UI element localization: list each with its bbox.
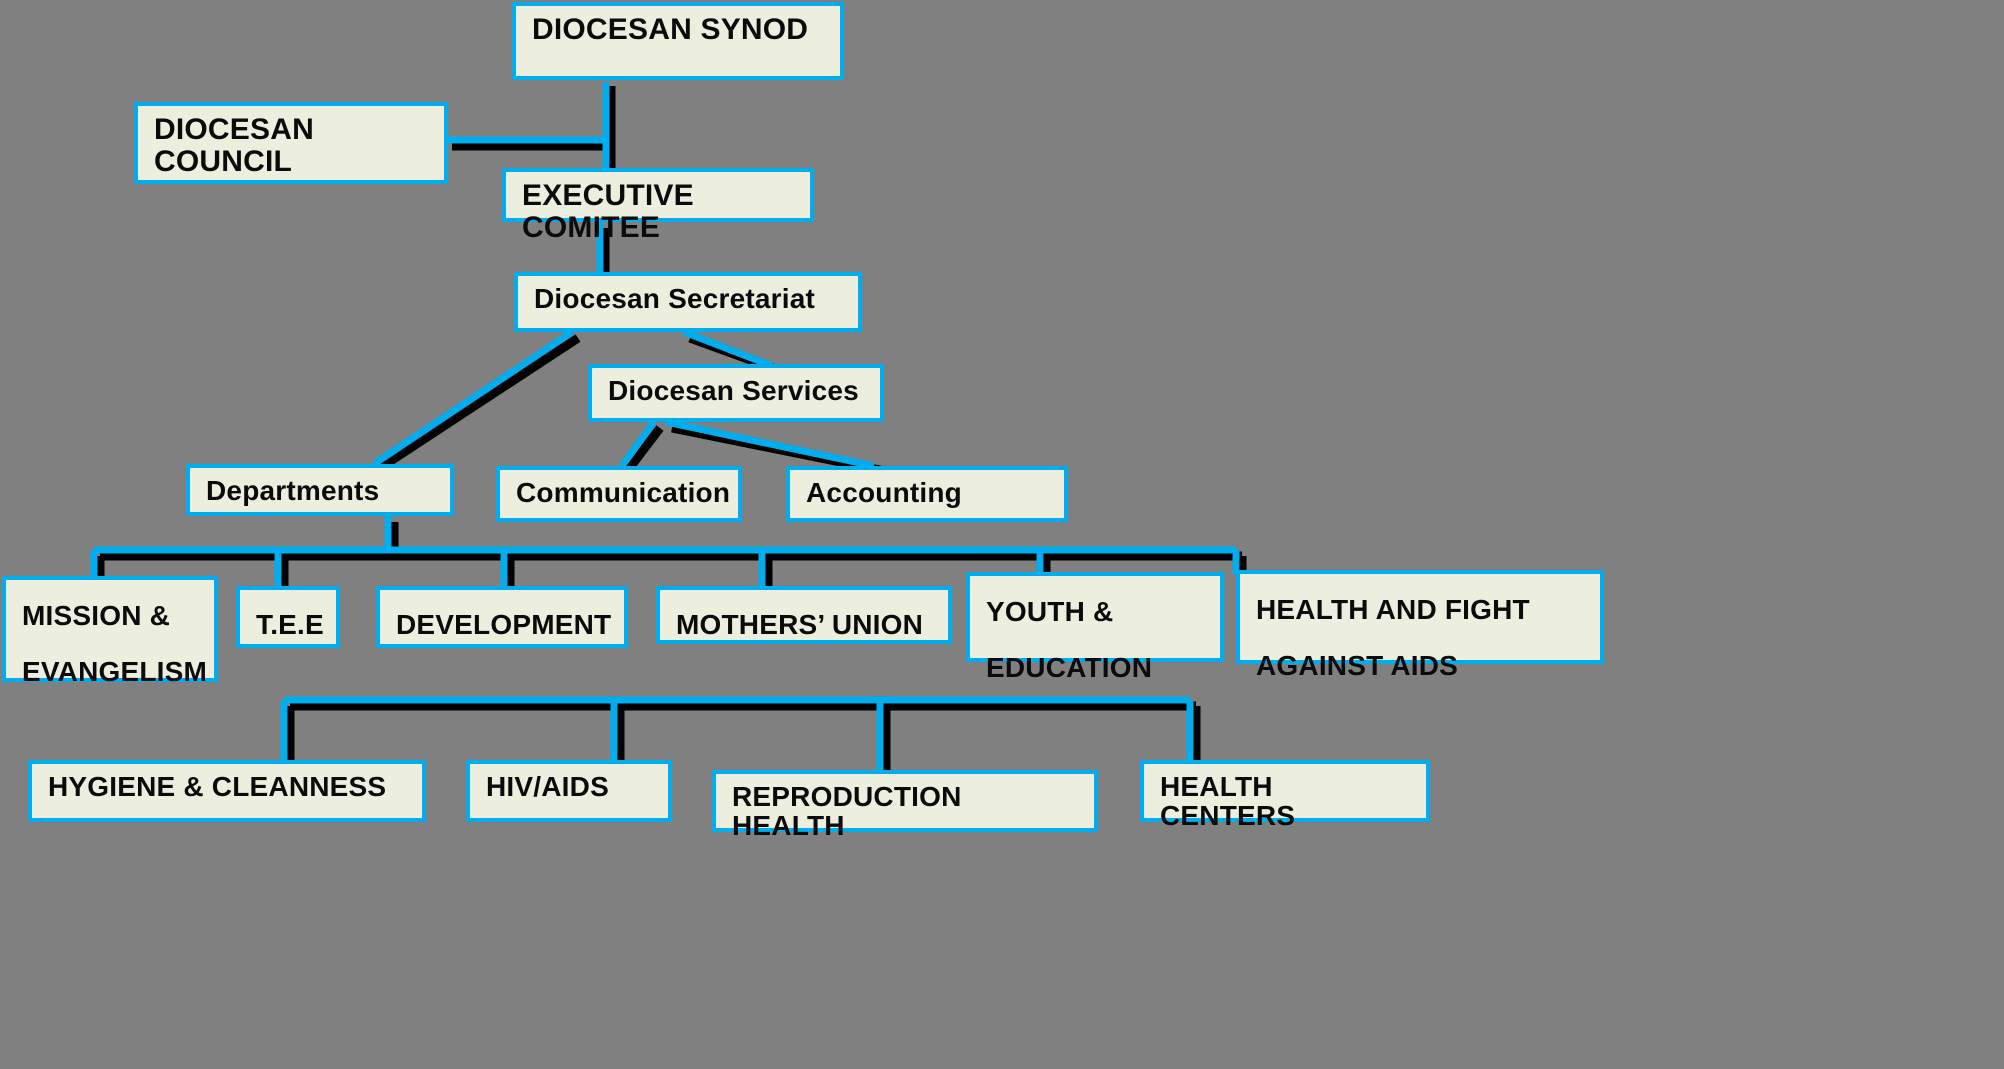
node-label-reproduction-health: REPRODUCTION HEALTH	[732, 781, 962, 842]
node-departments[interactable]: Departments	[186, 464, 454, 516]
node-youth-education[interactable]: YOUTH & EDUCATION	[966, 572, 1224, 683]
node-label-diocesan-services: Diocesan Services	[608, 375, 859, 406]
node-label-accounting: Accounting	[806, 477, 962, 508]
line-sec-services	[682, 328, 774, 370]
node-label-departments: Departments	[206, 475, 380, 506]
node-communication[interactable]: Communication	[496, 466, 742, 522]
node-label-hiv-aids: HIV/AIDS	[486, 771, 609, 802]
node-diocesan-council[interactable]: DIOCESAN COUNCIL	[134, 102, 448, 184]
node-tee[interactable]: T.E.E	[236, 586, 340, 648]
node-label-mothers-union: MOTHERS’ UNION	[676, 609, 924, 640]
node-label-executive-comitee: EXECUTIVE COMITEE	[522, 179, 694, 244]
node-reproduction-health[interactable]: REPRODUCTION HEALTH	[712, 770, 1098, 841]
node-label-diocesan-secretariat: Diocesan Secretariat	[534, 283, 816, 314]
node-health-and-fight-against-aids[interactable]: HEALTH AND FIGHT AGAINST AIDS	[1236, 570, 1604, 681]
node-label-development: DEVELOPMENT	[396, 609, 612, 640]
shadow-services-acct	[671, 423, 881, 475]
shadow-sec-departments	[377, 334, 581, 472]
node-label-diocesan-council: DIOCESAN COUNCIL	[154, 113, 314, 178]
node-health-centers[interactable]: HEALTH CENTERS	[1140, 760, 1430, 831]
node-diocesan-synod[interactable]: DIOCESAN SYNOD	[512, 2, 844, 80]
line-services-acct	[665, 418, 875, 470]
node-label-youth-education: YOUTH & EDUCATION	[986, 596, 1153, 683]
node-label-tee: T.E.E	[256, 609, 324, 640]
node-label-diocesan-synod: DIOCESAN SYNOD	[532, 13, 809, 46]
node-label-communication: Communication	[516, 477, 731, 508]
node-development[interactable]: DEVELOPMENT	[376, 586, 628, 648]
node-mothers-union[interactable]: MOTHERS’ UNION	[656, 586, 952, 644]
shadow-services-comm	[624, 425, 664, 473]
node-diocesan-secretariat[interactable]: Diocesan Secretariat	[514, 272, 862, 332]
node-accounting[interactable]: Accounting	[786, 466, 1068, 522]
node-label-hygiene-cleanness: HYGIENE & CLEANNESS	[48, 771, 387, 802]
node-label-health-and-fight-against-aids: HEALTH AND FIGHT AGAINST AIDS	[1256, 594, 1530, 681]
node-label-health-centers: HEALTH CENTERS	[1160, 771, 1296, 832]
node-hygiene-cleanness[interactable]: HYGIENE & CLEANNESS	[28, 760, 426, 822]
node-diocesan-services[interactable]: Diocesan Services	[588, 364, 884, 422]
node-executive-comitee[interactable]: EXECUTIVE COMITEE	[502, 168, 814, 243]
node-mission-evangelism[interactable]: MISSION & EVANGELISM	[2, 576, 218, 687]
node-label-mission-evangelism: MISSION & EVANGELISM	[22, 600, 208, 687]
node-hiv-aids[interactable]: HIV/AIDS	[466, 760, 672, 822]
line-sec-departments	[372, 329, 574, 467]
line-services-comm	[619, 419, 657, 469]
